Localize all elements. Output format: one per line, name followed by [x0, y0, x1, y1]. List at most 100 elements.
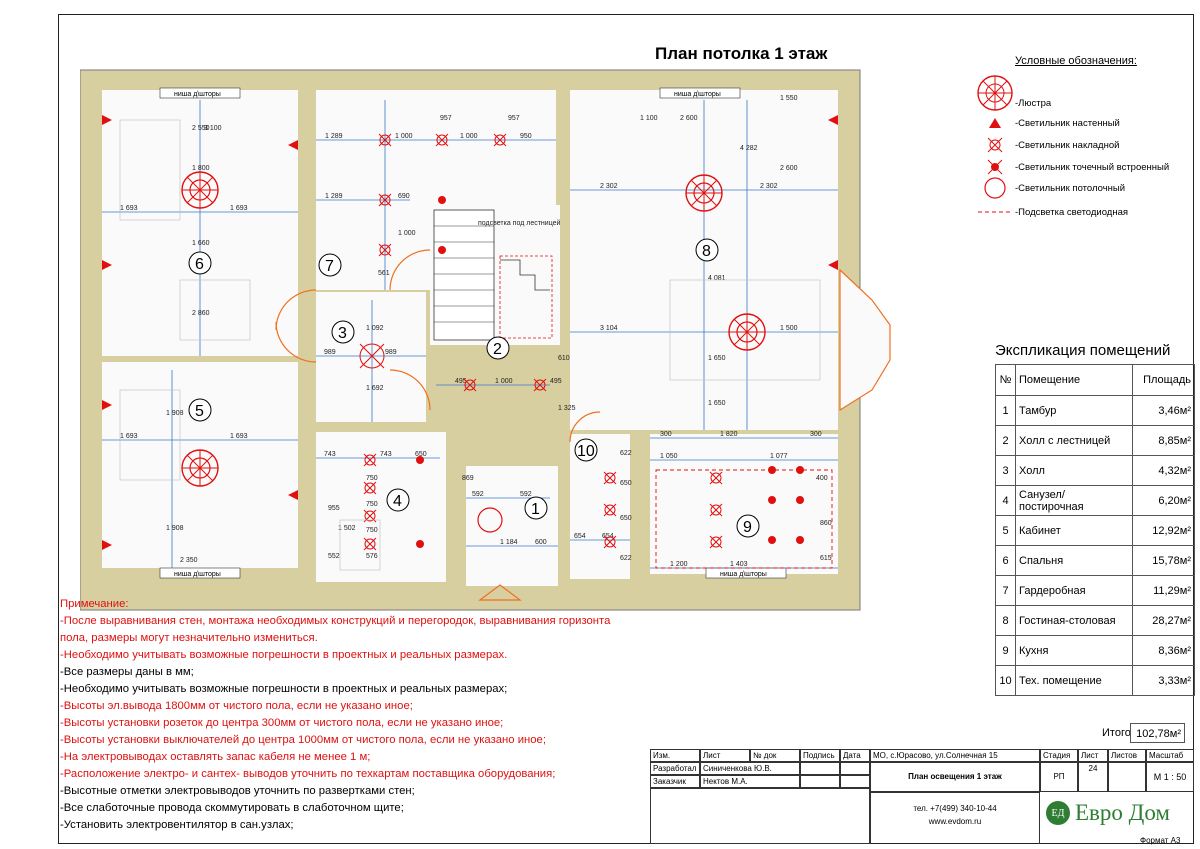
- niche-6: [159, 87, 241, 99]
- door-10: [569, 411, 601, 443]
- dimension-label: 750: [366, 501, 378, 508]
- dimension-label: 1 550: [780, 95, 798, 102]
- dimension-label: 989: [324, 349, 336, 356]
- dimension-label: 650: [620, 515, 632, 522]
- chandelier-room-8-top: [685, 174, 723, 212]
- dimension-label: 750: [366, 527, 378, 534]
- bay-window: [839, 268, 891, 412]
- legend-item-wall-lamp: -Светильник настенный: [975, 112, 1120, 134]
- legend-item-spot-lamp: -Светильник точечный встроенный: [975, 156, 1169, 178]
- row-name: Кухня: [1015, 635, 1133, 666]
- dimension-label: 561: [378, 270, 390, 277]
- dimension-label: 1 693: [230, 205, 248, 212]
- note-line: Примечание:: [60, 598, 129, 610]
- dimension-label: 1 050: [660, 453, 678, 460]
- stamp-listov-h: Листов: [1108, 749, 1146, 762]
- chandelier-room-6: [181, 171, 219, 209]
- dimension-label: 1 325: [558, 405, 576, 412]
- stamp-list-h: Лист: [1078, 749, 1108, 762]
- dimension-label: 2 350: [180, 557, 198, 564]
- dimension-label: 1 092: [366, 325, 384, 332]
- surface-lamps: [359, 133, 723, 551]
- dimension-label: 650: [620, 480, 632, 487]
- room-number-3: 3: [338, 325, 347, 342]
- dimension-label: 576: [366, 553, 378, 560]
- row-area: 4,32м²: [1132, 455, 1195, 486]
- dimension-label: 743: [380, 451, 392, 458]
- dimension-label: 1 693: [120, 433, 138, 440]
- dimension-label: 2 302: [760, 183, 778, 190]
- door-7: [389, 249, 431, 291]
- row-name: Гостиная-столовая: [1015, 605, 1133, 636]
- stamp-zakazchik: Заказчик: [650, 775, 700, 788]
- dimension-label: 654: [574, 533, 586, 540]
- stamp-stadia: РП: [1040, 762, 1078, 792]
- format-label: Формат А3: [1140, 836, 1181, 845]
- dimension-label: 2 600: [680, 115, 698, 122]
- dimension-label: 1 660: [192, 240, 210, 247]
- dimension-label: 1 100: [640, 115, 658, 122]
- dimension-label: 650: [415, 451, 427, 458]
- room-1-area: [466, 466, 558, 586]
- stamp-sheet-title: План освещения 1 этаж: [870, 762, 1040, 792]
- dimension-label: 495: [455, 378, 467, 385]
- note-line: -Все размеры даны в мм;: [60, 666, 194, 678]
- led-strip-room-9: [655, 469, 833, 569]
- stamp-list-no: 24: [1078, 762, 1108, 792]
- room-number-2: 2: [493, 341, 502, 358]
- ceiling-lamp-room-1: [477, 507, 503, 533]
- dimension-label: 1 693: [120, 205, 138, 212]
- chandelier-room-8-dining: [728, 313, 766, 351]
- dimension-label: 1 692: [366, 385, 384, 392]
- dimension-label: 690: [398, 193, 410, 200]
- led-strip-icon: [975, 201, 1015, 223]
- plan-title: План потолка 1 этаж: [655, 44, 828, 63]
- room-number-9: 9: [743, 519, 752, 536]
- dimension-label: 1 693: [230, 433, 248, 440]
- dimension-label: 2 302: [600, 183, 618, 190]
- note-line: -Расположение электро- и сантех- выводов…: [60, 768, 556, 780]
- dimension-label: 955: [328, 505, 340, 512]
- row-name: Тамбур: [1015, 395, 1133, 426]
- surface-lamp-icon: [975, 134, 1015, 156]
- dimension-label: 2 600: [780, 165, 798, 172]
- legend-title: Условные обозначения:: [1015, 55, 1137, 67]
- dimension-label: 1 908: [166, 410, 184, 417]
- dimension-label: 610: [558, 355, 570, 362]
- niche-5: [159, 567, 241, 579]
- row-number: 8: [995, 605, 1016, 636]
- row-number: 3: [995, 455, 1016, 486]
- room-number-6: 6: [195, 256, 204, 273]
- note-line: -Высоты эл.вывода 1800мм от чистого пола…: [60, 700, 413, 712]
- room-number-1: 1: [531, 501, 540, 518]
- legend-label-wall-lamp: -Светильник настенный: [1015, 117, 1120, 129]
- dimension-label: 592: [520, 491, 532, 498]
- room-4-area: [316, 432, 446, 582]
- dimension-label: 4 081: [708, 275, 726, 282]
- dimension-label: 957: [440, 115, 452, 122]
- dimension-label: 600: [535, 539, 547, 546]
- row-name: Тех. помещение: [1015, 665, 1133, 696]
- room-number-4: 4: [393, 493, 402, 510]
- floor-plan: ниша д\шторы ниша д\шторы ниша д\шторы н…: [80, 69, 891, 611]
- dimension-label: 2 860: [192, 310, 210, 317]
- dimension-label: 1 289: [325, 193, 343, 200]
- stamp-empty-1: [800, 762, 840, 775]
- note-line: -После выравнивания стен, монтажа необхо…: [60, 615, 611, 644]
- row-area: 8,36м²: [1132, 635, 1195, 666]
- stamp-list: Лист: [700, 749, 750, 762]
- row-area: 12,92м²: [1132, 515, 1195, 546]
- dimension-label: 1 184: [500, 539, 518, 546]
- legend-item-led-strip: -Подсветка светодиодная: [975, 201, 1128, 223]
- niche-label-8: ниша д\шторы: [674, 91, 721, 98]
- row-area: 8,85м²: [1132, 425, 1195, 456]
- dimension-label: 1 000: [460, 133, 478, 140]
- dimension-label: 1 650: [708, 355, 726, 362]
- note-line: -Необходимо учитывать возможные погрешно…: [60, 649, 508, 661]
